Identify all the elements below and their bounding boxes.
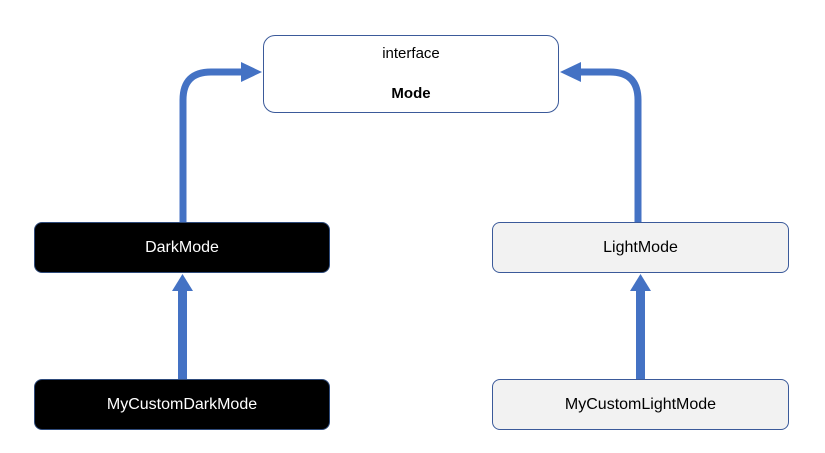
arrow-lightmode-to-mode — [560, 62, 642, 222]
darkmode-box: DarkMode — [34, 222, 330, 273]
arrow-lightmode-to-mode-head — [560, 62, 581, 82]
arrow-mycustomdarkmode-to-darkmode-head — [172, 274, 193, 291]
mycustomlightmode-box: MyCustomLightMode — [492, 379, 789, 430]
lightmode-box: LightMode — [492, 222, 789, 273]
arrow-darkmode-to-mode-shaft — [179, 68, 246, 222]
mycustomlightmode-label: MyCustomLightMode — [564, 395, 717, 413]
arrow-darkmode-to-mode-head — [241, 62, 262, 82]
interface-stereotype-label: interface — [382, 45, 440, 62]
arrow-mycustomlightmode-to-lightmode-shaft — [636, 289, 645, 379]
arrow-mycustomdarkmode-to-darkmode — [172, 274, 193, 379]
darkmode-label: DarkMode — [145, 238, 219, 256]
lightmode-label: LightMode — [603, 238, 678, 256]
mycustomdarkmode-label: MyCustomDarkMode — [106, 395, 258, 413]
mycustomdarkmode-box: MyCustomDarkMode — [34, 379, 330, 430]
interface-name-label: Mode — [391, 85, 431, 102]
arrow-darkmode-to-mode — [179, 62, 262, 222]
interface-mode-box: interface Mode — [263, 35, 559, 113]
arrow-mycustomdarkmode-to-darkmode-shaft — [178, 289, 187, 379]
arrow-mycustomlightmode-to-lightmode — [630, 274, 651, 379]
arrow-lightmode-to-mode-shaft — [576, 68, 642, 222]
arrow-mycustomlightmode-to-lightmode-head — [630, 274, 651, 291]
